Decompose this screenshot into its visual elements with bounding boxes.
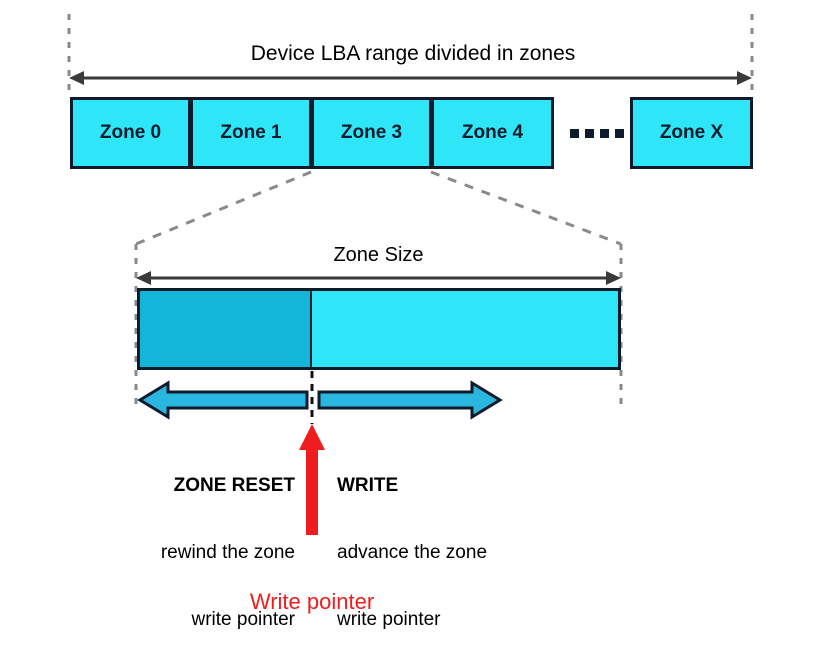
zone-reset-line-1: rewind the zone (160, 542, 295, 564)
zone-size-label: Zone Size (333, 244, 424, 266)
zone-box-label: Zone 1 (220, 122, 282, 143)
zone-box-label: Zone 0 (99, 122, 162, 143)
ellipsis-dot-icon (570, 129, 579, 138)
write-line-2: write pointer (337, 609, 441, 631)
zone-reset-line-2: write pointer (191, 609, 296, 631)
write-pointer-label-line-1: Write pointer (249, 588, 375, 614)
zone-reset-title: ZONE RESET (173, 474, 295, 496)
write-caption: WRITE advance the zone write pointer (337, 430, 597, 647)
ellipsis-dot-icon (585, 129, 594, 138)
zone-box-label: Zone 3 (340, 122, 403, 143)
lba-range-arrow (69, 71, 752, 85)
ellipsis-dot-icon (600, 129, 609, 138)
callout-line-left (135, 170, 312, 246)
zone-box-label: Zone 4 (461, 122, 524, 143)
zone-box-label: Zone X (659, 122, 724, 143)
zone-box-3: Zone 3 (311, 97, 432, 169)
write-title: WRITE (337, 474, 399, 496)
ellipsis-dot-icon (615, 129, 624, 138)
write-arrow (317, 380, 503, 420)
zone-written-region (140, 291, 312, 367)
write-pointer-arrow (299, 424, 325, 535)
zone-box-x: Zone X (630, 97, 753, 169)
write-line-1: advance the zone (337, 542, 488, 564)
zone-box-4: Zone 4 (431, 97, 554, 169)
zone-box-1: Zone 1 (190, 97, 312, 169)
zone-box-0: Zone 0 (70, 97, 191, 169)
page-title: Device LBA range divided in zones (250, 42, 576, 65)
zone-reset-arrow (137, 380, 309, 420)
zone-reset-caption: ZONE RESET rewind the zone write pointer (60, 430, 295, 647)
zone-size-arrow (136, 271, 621, 285)
zone-detail-bar (137, 288, 621, 370)
write-pointer-position-label: Write pointer position (172, 537, 452, 647)
callout-line-right (430, 170, 622, 246)
